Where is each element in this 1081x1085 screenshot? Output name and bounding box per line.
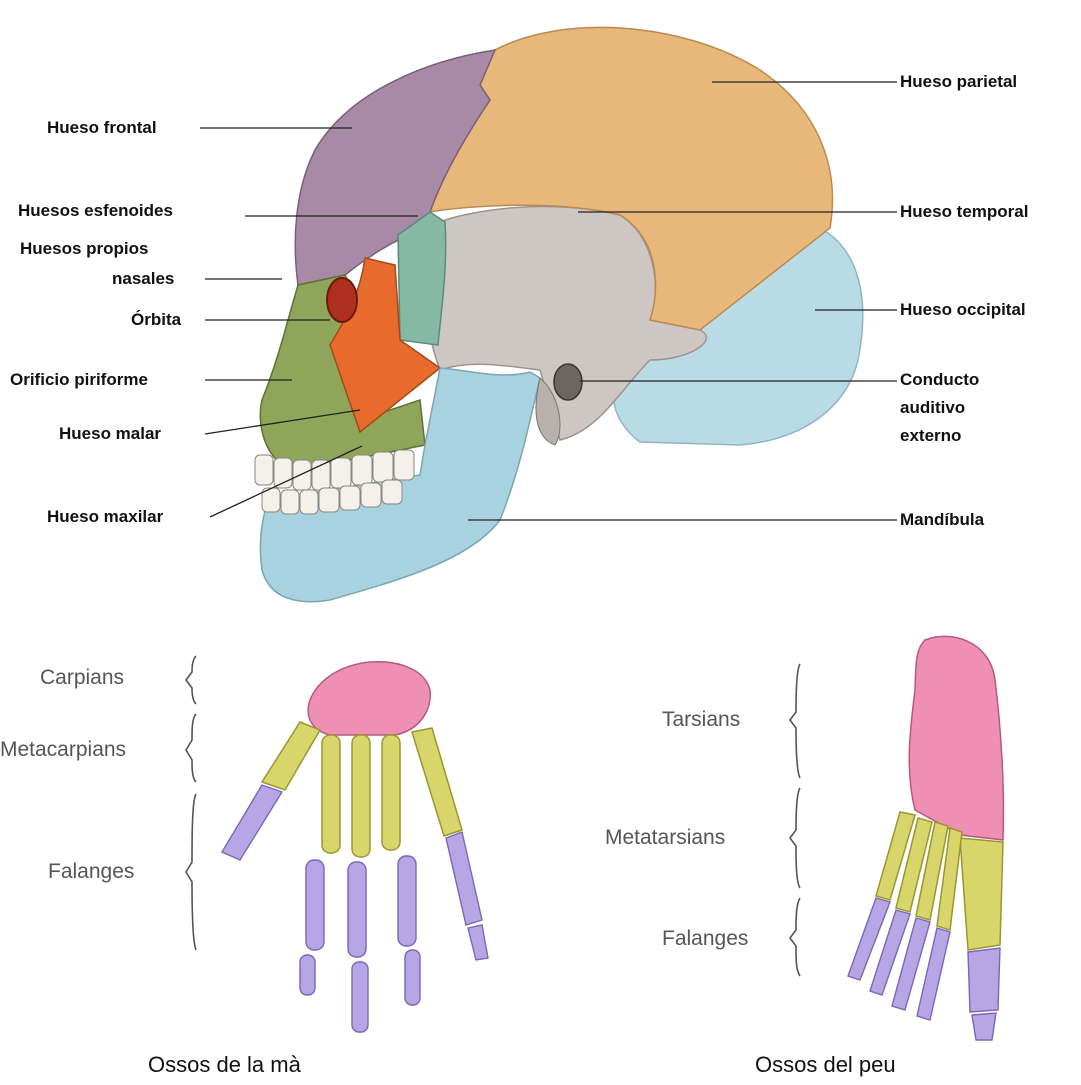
label-hand-falanges: Falanges (48, 860, 134, 884)
foot-illustration (790, 636, 1003, 1040)
label-carpians: Carpians (40, 666, 124, 690)
caption-foot: Ossos del peu (755, 1052, 896, 1078)
label-tarsians: Tarsians (662, 708, 740, 732)
label-metatarsians: Metatarsians (605, 826, 725, 850)
metacarpal-bones (262, 722, 462, 857)
foot-brackets (790, 664, 800, 976)
label-huesos-propios-nasales-line1: Huesos propios (20, 239, 148, 259)
label-foot-falanges: Falanges (662, 927, 748, 951)
label-hueso-parietal: Hueso parietal (900, 72, 1017, 92)
label-conducto-line2: auditivo (900, 398, 965, 418)
teeth (255, 450, 414, 514)
label-hueso-malar: Hueso malar (59, 424, 161, 444)
skull-illustration (200, 27, 897, 601)
caption-hand: Ossos de la mà (148, 1052, 301, 1078)
carpal-bones (308, 662, 430, 735)
label-hueso-occipital: Hueso occipital (900, 300, 1026, 320)
label-orbita: Órbita (131, 310, 181, 330)
label-orificio-piriforme: Orificio piriforme (10, 370, 148, 390)
label-huesos-propios-nasales-line2: nasales (112, 269, 174, 289)
hand-illustration (186, 656, 488, 1032)
label-conducto-line1: Conducto (900, 370, 979, 390)
label-hueso-frontal: Hueso frontal (47, 118, 157, 138)
label-conducto-line3: externo (900, 426, 961, 446)
hand-brackets (186, 656, 196, 950)
label-huesos-esfenoides: Huesos esfenoides (18, 201, 173, 221)
label-hueso-maxilar: Hueso maxilar (47, 507, 163, 527)
label-metacarpians: Metacarpians (0, 738, 126, 762)
label-hueso-temporal: Hueso temporal (900, 202, 1028, 222)
ear-canal (554, 364, 582, 400)
sphenoid-bone (398, 212, 446, 345)
tarsal-bones (909, 636, 1003, 840)
label-mandibula: Mandíbula (900, 510, 984, 530)
orbit (327, 278, 357, 322)
